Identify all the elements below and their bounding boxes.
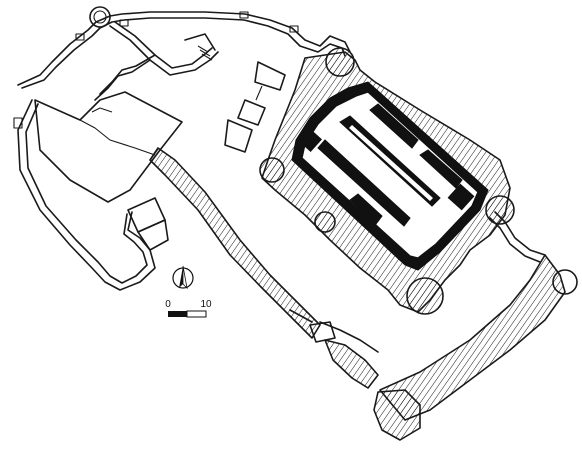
scale-start-label: 0 xyxy=(165,299,171,310)
hatched-south-east-curtain-wall xyxy=(373,254,578,441)
north-round-tower xyxy=(89,6,111,28)
scale-bar: 0 10 xyxy=(165,299,212,318)
middle-gate-structures xyxy=(127,61,286,251)
scale-end-label: 10 xyxy=(200,299,212,310)
west-inner-enclosure xyxy=(34,91,183,203)
inner-keep xyxy=(291,81,489,271)
north-bailey-cross-walls xyxy=(94,21,219,101)
outer-bailey-wall-north xyxy=(17,11,351,89)
outer-bailey-wall-west xyxy=(13,99,156,291)
north-arrow-icon xyxy=(172,265,194,290)
hatched-west-curtain-wall xyxy=(149,147,321,339)
